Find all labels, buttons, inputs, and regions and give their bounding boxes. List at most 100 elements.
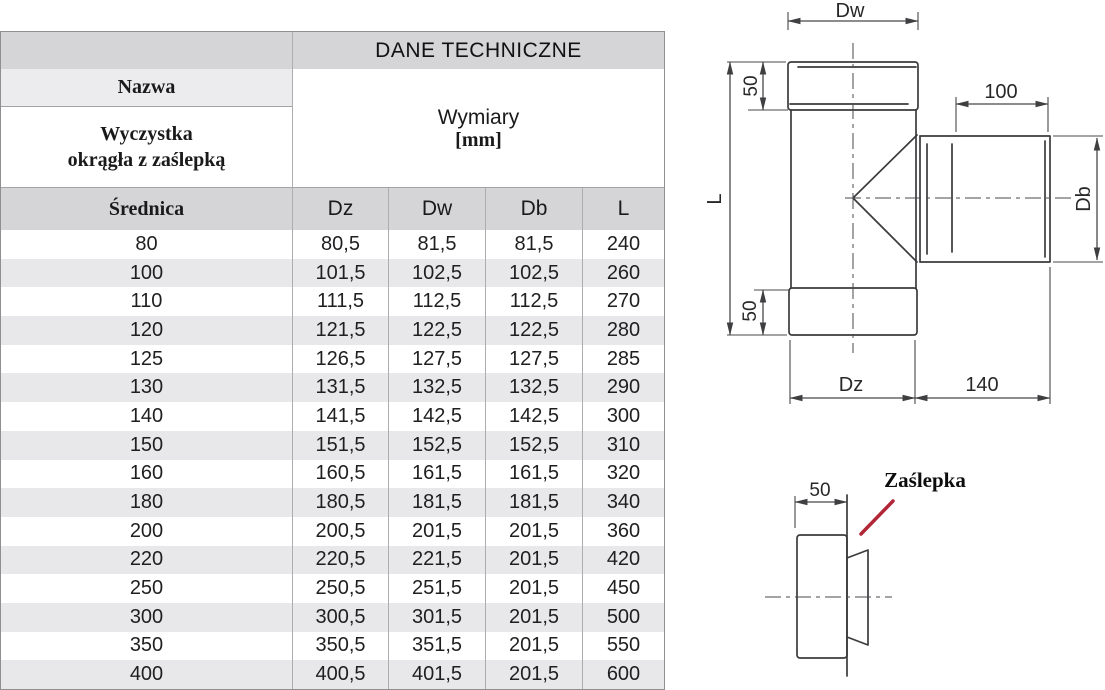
cell-diameter: 250: [1, 574, 293, 603]
dz-label: Dz: [839, 374, 863, 396]
column-header-dw: Dw: [389, 188, 486, 230]
name-header: Nazwa: [1, 69, 292, 107]
dimensions: Dw 50 L 50 Dz 140 100: [704, 0, 1103, 404]
cell-diameter: 80: [1, 230, 293, 259]
cell-value: 181,5: [486, 488, 583, 517]
cell-value: 161,5: [486, 459, 583, 489]
cell-value: 142,5: [389, 402, 486, 431]
cell-value: 320: [606, 462, 641, 485]
cell-value: 126,5: [293, 344, 389, 374]
dim100-label: 100: [984, 81, 1017, 103]
product-name-line2: okrągła z zaślepką: [67, 149, 226, 171]
cell-value: 160,5: [293, 459, 389, 489]
product-name-line1: Wyczystka: [100, 123, 193, 145]
cell-value: 112,5: [389, 287, 486, 317]
cell-value: 240: [606, 232, 641, 255]
cell-value: 102,5: [486, 258, 583, 288]
cell-value: 101,5: [293, 258, 389, 288]
cell-diameter: 100: [1, 258, 293, 288]
cell-value: 152,5: [486, 430, 583, 460]
cell-diameter: 300: [1, 602, 293, 632]
db-label: Db: [1073, 186, 1095, 212]
product-name: Wyczystka okrągła z zaślepką: [1, 107, 292, 188]
cell-value: 290: [606, 376, 641, 399]
cell-value: 80,5: [293, 230, 389, 259]
cell-value: 220,5: [293, 545, 389, 575]
db-extension-lines: [1053, 135, 1103, 263]
cell-diameter: 120: [1, 316, 293, 345]
tee-fitting-drawing: Dw 50 L 50 Dz 140 100: [704, 0, 1103, 677]
cell-value: 400,5: [293, 660, 389, 689]
table-title: DANE TECHNICZNE: [293, 32, 664, 69]
cell-value: 250,5: [293, 574, 389, 603]
cell-value: 420: [606, 548, 641, 571]
cell-value: 270: [606, 290, 641, 313]
cell-value: 102,5: [389, 258, 486, 288]
cell-diameter: 350: [1, 631, 293, 661]
cell-value: 152,5: [389, 430, 486, 460]
cell-value: 500: [606, 605, 641, 628]
cell-diameter: 160: [1, 459, 293, 489]
cell-value: 285: [606, 347, 641, 370]
cell-value: 300: [606, 404, 641, 427]
column-header-dz: Dz: [293, 188, 389, 230]
cap-title: Zaślepka: [884, 468, 966, 492]
cell-value: 161,5: [389, 459, 486, 489]
cell-value: 450: [606, 577, 641, 600]
tee-body: [787, 43, 1075, 353]
cell-diameter: 200: [1, 516, 293, 546]
cap-detail: 50 Zaślepka: [765, 468, 966, 677]
cell-value: 201,5: [486, 574, 583, 603]
cell-value: 201,5: [486, 631, 583, 661]
spec-table: DANE TECHNICZNE Nazwa Wyczystka okrągła …: [0, 31, 665, 690]
cell-value: 350,5: [293, 631, 389, 661]
cell-value: 351,5: [389, 631, 486, 661]
table-title-row: DANE TECHNICZNE: [1, 32, 664, 69]
cell-diameter: 180: [1, 488, 293, 517]
cell-value: 251,5: [389, 574, 486, 603]
branch-cylinder: [919, 135, 1051, 263]
cell-value: 200,5: [293, 516, 389, 546]
cell-value: 181,5: [389, 488, 486, 517]
cell-value: 260: [606, 261, 641, 284]
dimensions-header: Wymiary [mm]: [293, 69, 664, 188]
cap-leader-line: [859, 499, 895, 536]
column-header-l: L: [583, 188, 664, 230]
cell-value: 141,5: [293, 402, 389, 431]
cell-value: 127,5: [389, 344, 486, 374]
cell-value: 142,5: [486, 402, 583, 431]
dimensions-unit: [mm]: [455, 128, 502, 151]
cell-value: 81,5: [486, 230, 583, 259]
cell-diameter: 110: [1, 287, 293, 317]
cell-value: 550: [606, 634, 641, 657]
cell-value: 122,5: [486, 316, 583, 345]
cell-value: 401,5: [389, 660, 486, 689]
cell-value: 201,5: [389, 516, 486, 546]
cell-diameter: 140: [1, 402, 293, 431]
dw-label: Dw: [836, 0, 865, 22]
cell-value: 111,5: [293, 287, 389, 317]
cell-value: 201,5: [486, 660, 583, 689]
cell-value: 310: [606, 433, 641, 456]
cell-value: 221,5: [389, 545, 486, 575]
cell-value: 301,5: [389, 602, 486, 632]
column-header-db: Db: [486, 188, 583, 230]
cell-value: 360: [606, 519, 641, 542]
cell-value: 201,5: [486, 602, 583, 632]
cell-diameter: 400: [1, 660, 293, 689]
cell-value: 132,5: [389, 373, 486, 403]
table-header-row: Średnica Dz Dw Db L: [1, 188, 664, 230]
cell-value: 151,5: [293, 430, 389, 460]
cell-value: 280: [606, 318, 641, 341]
cell-diameter: 130: [1, 373, 293, 403]
